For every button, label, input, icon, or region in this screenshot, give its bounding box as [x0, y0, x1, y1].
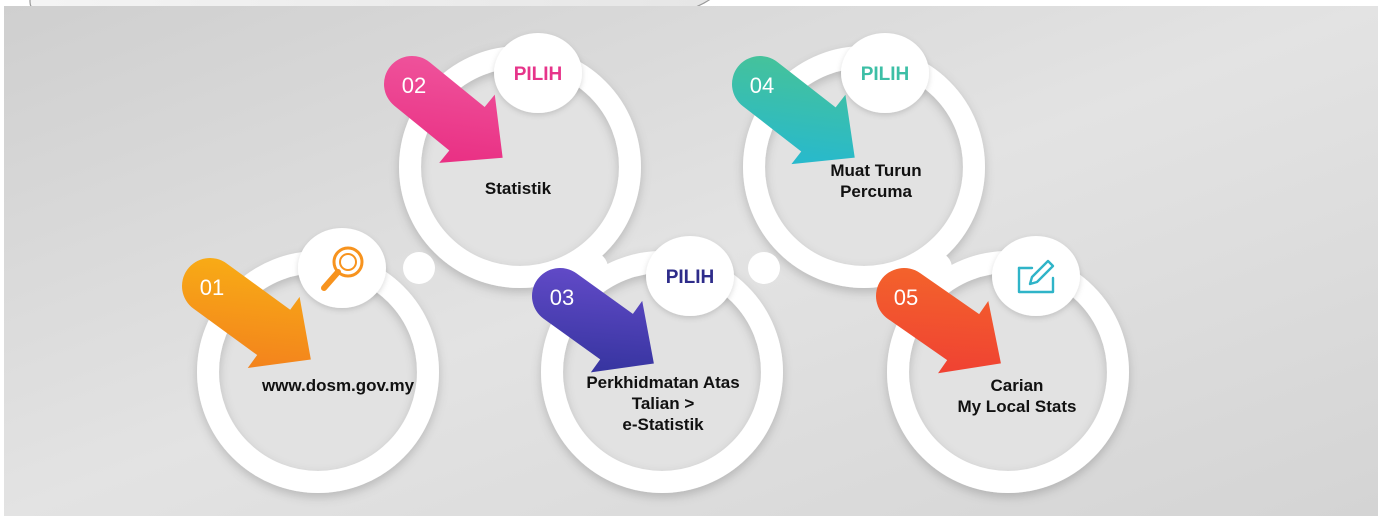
magnifier-icon: [321, 246, 364, 291]
step-05-arrow: [876, 268, 1001, 374]
step-01-number: 01: [200, 275, 224, 300]
step-02-badge: [494, 33, 582, 113]
step-04-number: 04: [750, 73, 774, 98]
step-03-arrow: [532, 268, 654, 373]
edit-icon: [1017, 259, 1055, 294]
process-diagram: PILIH PILIH PILIH 01 02 03 04 05 www.dosm.gov.…: [4, 6, 1378, 516]
arrow-layer: 01 02 03 04 05: [182, 56, 1001, 374]
step-04-badge: [841, 33, 929, 113]
step-02-badge-label: PILIH: [514, 64, 563, 85]
step-02-number: 02: [402, 73, 426, 98]
step-03-badge-label: PILIH: [666, 267, 715, 288]
step-03-number: 03: [550, 285, 574, 310]
step-05-number: 05: [894, 285, 918, 310]
step-02-arrow: [384, 56, 503, 163]
step-02-label: Statistik: [485, 179, 552, 198]
step-01-label: www.dosm.gov.my: [261, 376, 415, 395]
ring-joint: [403, 252, 435, 284]
step-05-badge: [992, 236, 1080, 316]
step-01-arrow: [182, 258, 311, 368]
badge-layer: PILIH PILIH PILIH: [298, 33, 1080, 316]
step-04-badge-label: PILIH: [861, 64, 910, 85]
step-03-badge: [646, 236, 734, 316]
ring-joint: [748, 252, 780, 284]
ring-joint: [576, 252, 608, 284]
step-04-arrow: [732, 56, 855, 165]
ring-joint: [920, 252, 952, 284]
